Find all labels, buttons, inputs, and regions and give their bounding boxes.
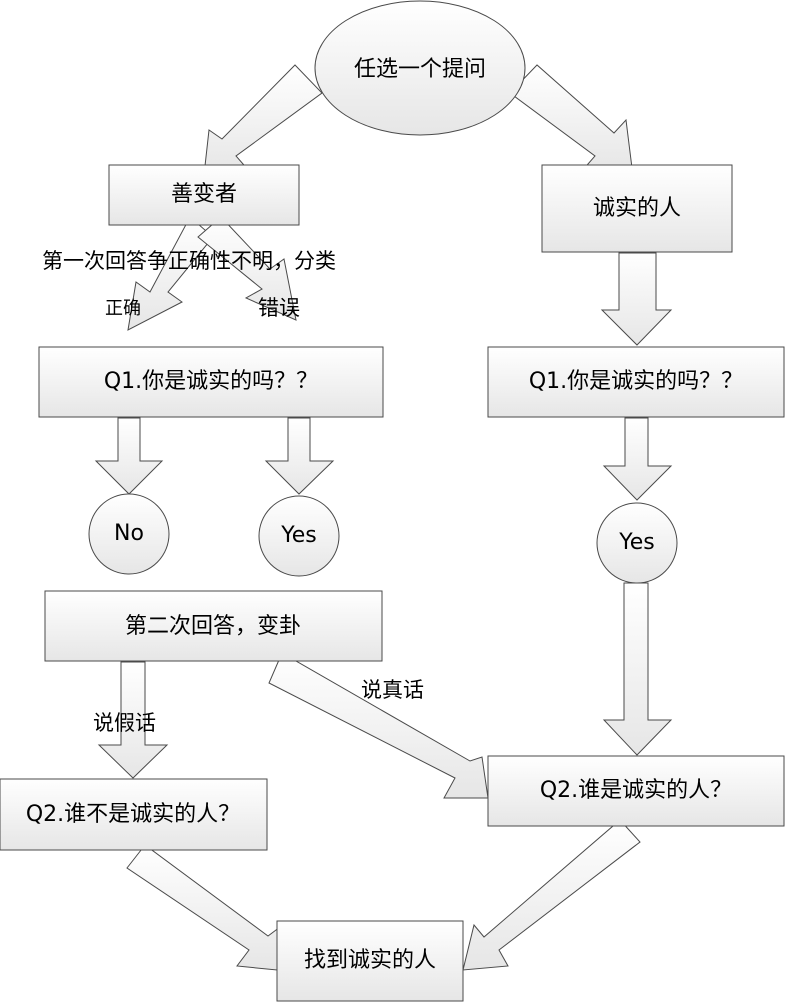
arrow-start-to-honest <box>509 64 633 173</box>
arrow-honest-to-q1 <box>600 252 673 346</box>
arrow-q2-left-to-end <box>126 844 281 971</box>
truth-label: 说真话 <box>361 678 424 702</box>
no-circle <box>88 493 170 575</box>
end-text: 找到诚实的人 <box>304 948 436 973</box>
liar-text: 善变者 <box>171 182 237 207</box>
start-text: 任选一个提问 <box>354 57 486 82</box>
wrong-label: 错误 <box>258 296 300 320</box>
first-answer-note: 第一次回答争正确性不明，分类 <box>42 249 336 273</box>
arrow-q1-to-yes-right <box>602 417 673 501</box>
q2-left-box <box>0 778 268 851</box>
liar-box <box>108 164 300 226</box>
honest-text: 诚实的人 <box>593 196 681 221</box>
end-box <box>276 920 464 1002</box>
yes-right-text: Yes <box>618 530 655 555</box>
q1-left-text: Q1.你是诚实的吗？？ <box>104 369 318 394</box>
yes-right-circle <box>596 502 678 584</box>
arrow-start-to-liar <box>203 64 323 176</box>
yes-left-text: Yes <box>280 523 317 548</box>
arrow-q1-to-no <box>94 417 164 495</box>
q2-right-box <box>487 755 785 827</box>
second-answer-box <box>44 590 383 662</box>
honest-box <box>541 164 733 253</box>
q1-left-box <box>38 346 384 418</box>
second-answer-text: 第二次回答，变卦 <box>125 614 301 639</box>
arrow-second-to-q2-left <box>97 661 169 779</box>
arrow-liar-to-q1-wrong <box>197 216 297 321</box>
q1-right-text: Q1.你是诚实的吗？？ <box>529 369 743 394</box>
arrow-q2-right-to-end <box>462 819 641 971</box>
arrow-q1-to-yes <box>264 417 335 495</box>
no-text: No <box>114 521 144 546</box>
arrow-yes-to-q2-right <box>602 582 673 756</box>
arrow-second-to-q2-right <box>268 652 489 799</box>
arrow-liar-to-q1-correct <box>127 216 214 331</box>
lie-label: 说假话 <box>93 711 156 735</box>
q2-right-text: Q2.谁是诚实的人？ <box>540 778 732 803</box>
q2-left-text: Q2.谁不是诚实的人？ <box>26 802 240 827</box>
yes-left-circle <box>258 495 340 577</box>
start-ellipse <box>314 0 526 136</box>
q1-right-box <box>487 346 785 418</box>
correct-label: 正确 <box>105 298 141 319</box>
